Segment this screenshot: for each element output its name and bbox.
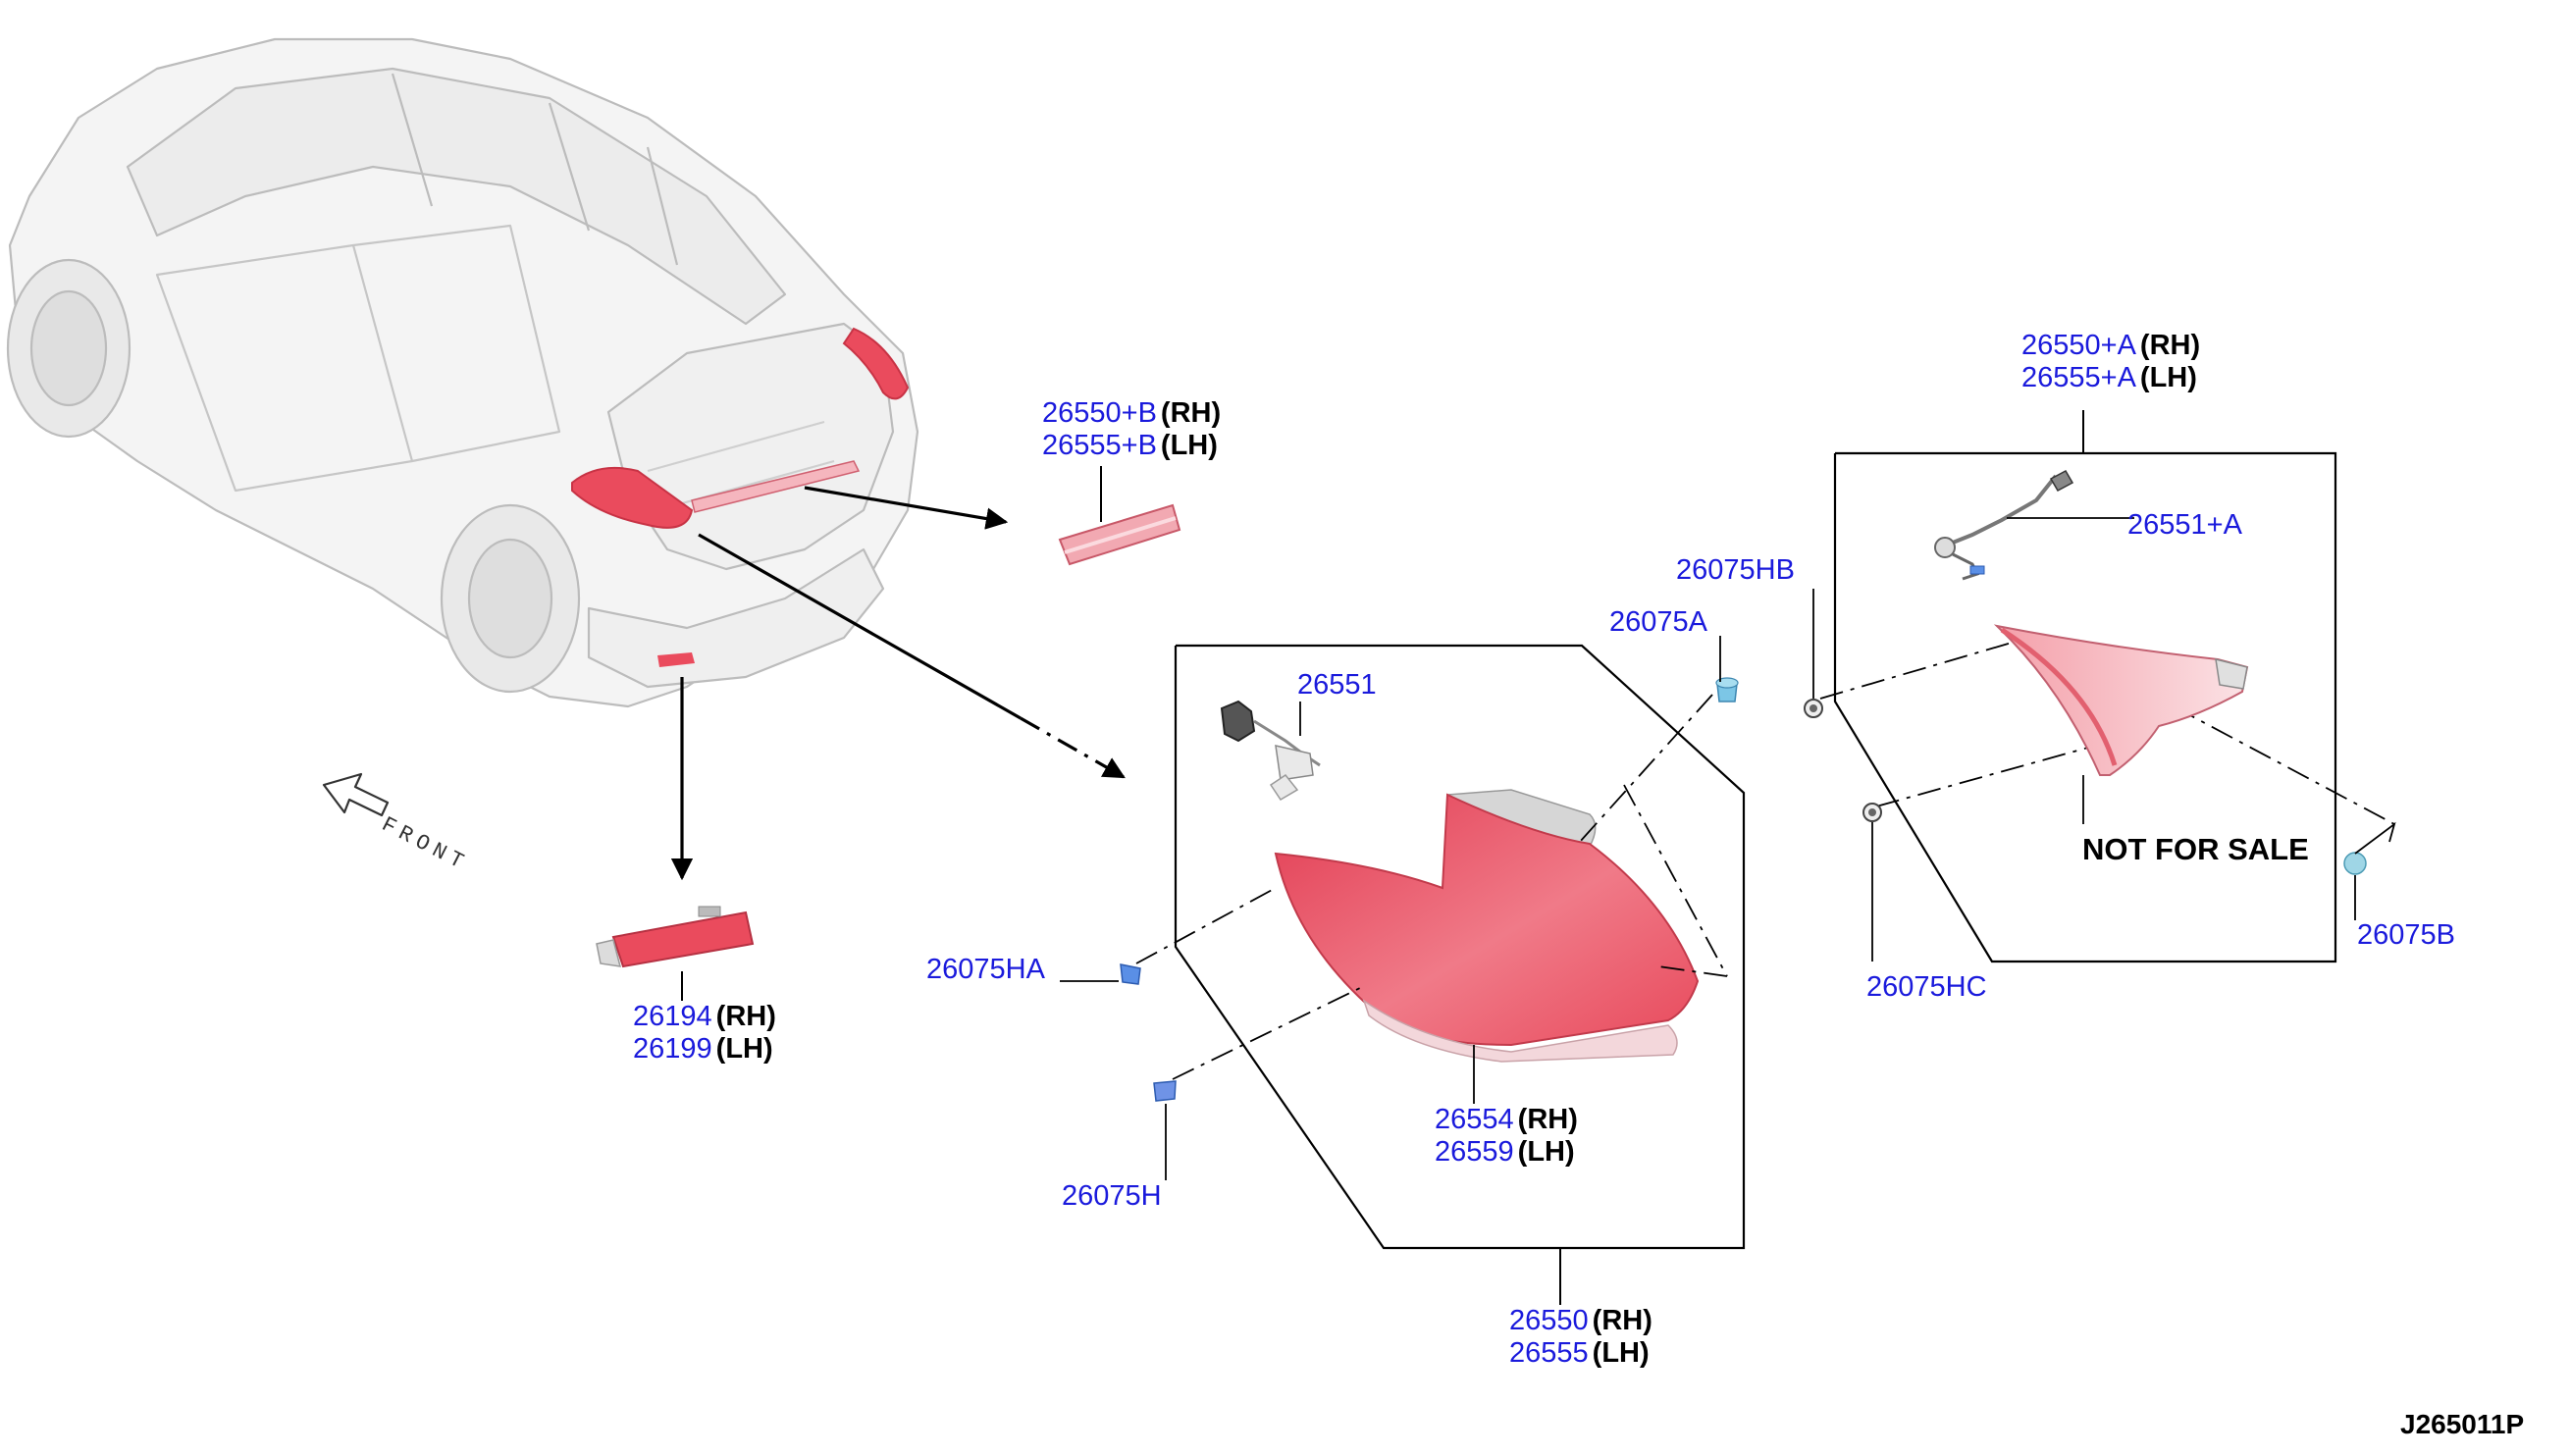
rear-garnish-icon bbox=[1058, 503, 1181, 566]
part-number-26550a[interactable]: 26550+A bbox=[2021, 330, 2136, 361]
label-harness: 26551+A bbox=[2127, 509, 2242, 542]
vehicle-highlighted-lamps bbox=[571, 327, 910, 667]
not-for-sale-note: NOT FOR SALE bbox=[2082, 832, 2309, 866]
label-garnish: 26550+B(RH) 26555+B(LH) bbox=[1042, 397, 1222, 461]
arrow-to-lamp-dashed bbox=[1020, 716, 1126, 779]
wire-harness-icon bbox=[1934, 469, 2074, 581]
rear-combination-lamp-icon bbox=[1274, 789, 1700, 1063]
part-number-26559[interactable]: 26559 bbox=[1435, 1136, 1514, 1168]
part-number-26555b[interactable]: 26555+B bbox=[1042, 430, 1157, 461]
clip-26075a bbox=[1715, 677, 1739, 702]
arrow-to-garnish bbox=[804, 486, 1009, 530]
part-number-26075h[interactable]: 26075H bbox=[1062, 1180, 1162, 1212]
diagram-code: J265011P bbox=[2400, 1409, 2525, 1439]
label-lamp-assy: 26550(RH) 26555(LH) bbox=[1509, 1305, 1652, 1369]
clip-26075h bbox=[1153, 1080, 1177, 1102]
vehicle-rear-3quarter-icon bbox=[6, 37, 919, 708]
clip-26075b bbox=[2343, 852, 2367, 875]
grommet-icon bbox=[1804, 699, 1882, 822]
clip-26075ha bbox=[1120, 963, 1141, 985]
label-inner-assy: 26550+A(RH) 26555+A(LH) bbox=[2021, 330, 2201, 393]
part-number-26551[interactable]: 26551 bbox=[1297, 669, 1377, 701]
label-reflector: 26194(RH) 26199(LH) bbox=[633, 1001, 776, 1065]
clip-leaders bbox=[1060, 589, 2396, 1180]
arrow-outline-icon bbox=[322, 772, 390, 817]
bulb-socket-icon bbox=[1220, 700, 1321, 802]
arrow-to-lamp-solid bbox=[698, 533, 1022, 720]
lamp-assembly-outline bbox=[1174, 644, 1746, 1250]
label-clip-b: 26075B bbox=[2357, 919, 2455, 952]
part-number-26075b[interactable]: 26075B bbox=[2357, 919, 2455, 951]
label-clip-hb: 26075HB bbox=[1676, 554, 1795, 587]
inner-lamp-icon bbox=[1993, 624, 2249, 776]
part-number-26075hb[interactable]: 26075HB bbox=[1676, 554, 1795, 586]
inner-assembly-outline bbox=[1833, 451, 2337, 963]
callout-arrows bbox=[670, 486, 1126, 881]
part-number-26194[interactable]: 26194 bbox=[633, 1001, 712, 1032]
part-number-26075hc[interactable]: 26075HC bbox=[1866, 971, 1987, 1003]
part-number-26554[interactable]: 26554 bbox=[1435, 1104, 1514, 1135]
rear-reflector-icon bbox=[596, 906, 755, 968]
part-number-26551a[interactable]: 26551+A bbox=[2127, 509, 2242, 541]
clip-fastener-icon bbox=[1120, 677, 2367, 1102]
part-number-26075ha[interactable]: 26075HA bbox=[926, 954, 1045, 985]
part-number-26199[interactable]: 26199 bbox=[633, 1033, 712, 1065]
label-clip-a: 26075A bbox=[1609, 606, 1707, 639]
part-number-26550[interactable]: 26550 bbox=[1509, 1305, 1589, 1336]
part-number-26075a[interactable]: 26075A bbox=[1609, 606, 1707, 638]
part-number-26555a[interactable]: 26555+A bbox=[2021, 362, 2136, 393]
part-number-26555[interactable]: 26555 bbox=[1509, 1337, 1589, 1369]
label-bulb-socket: 26551 bbox=[1297, 669, 1377, 702]
label-clip-hc: 26075HC bbox=[1866, 971, 1987, 1004]
label-lens: 26554(RH) 26559(LH) bbox=[1435, 1104, 1578, 1168]
fastening-lines bbox=[1135, 642, 2395, 1080]
label-clip-ha: 26075HA bbox=[926, 954, 1045, 986]
part-number-26550b[interactable]: 26550+B bbox=[1042, 397, 1157, 429]
label-clip-h: 26075H bbox=[1062, 1180, 1162, 1213]
